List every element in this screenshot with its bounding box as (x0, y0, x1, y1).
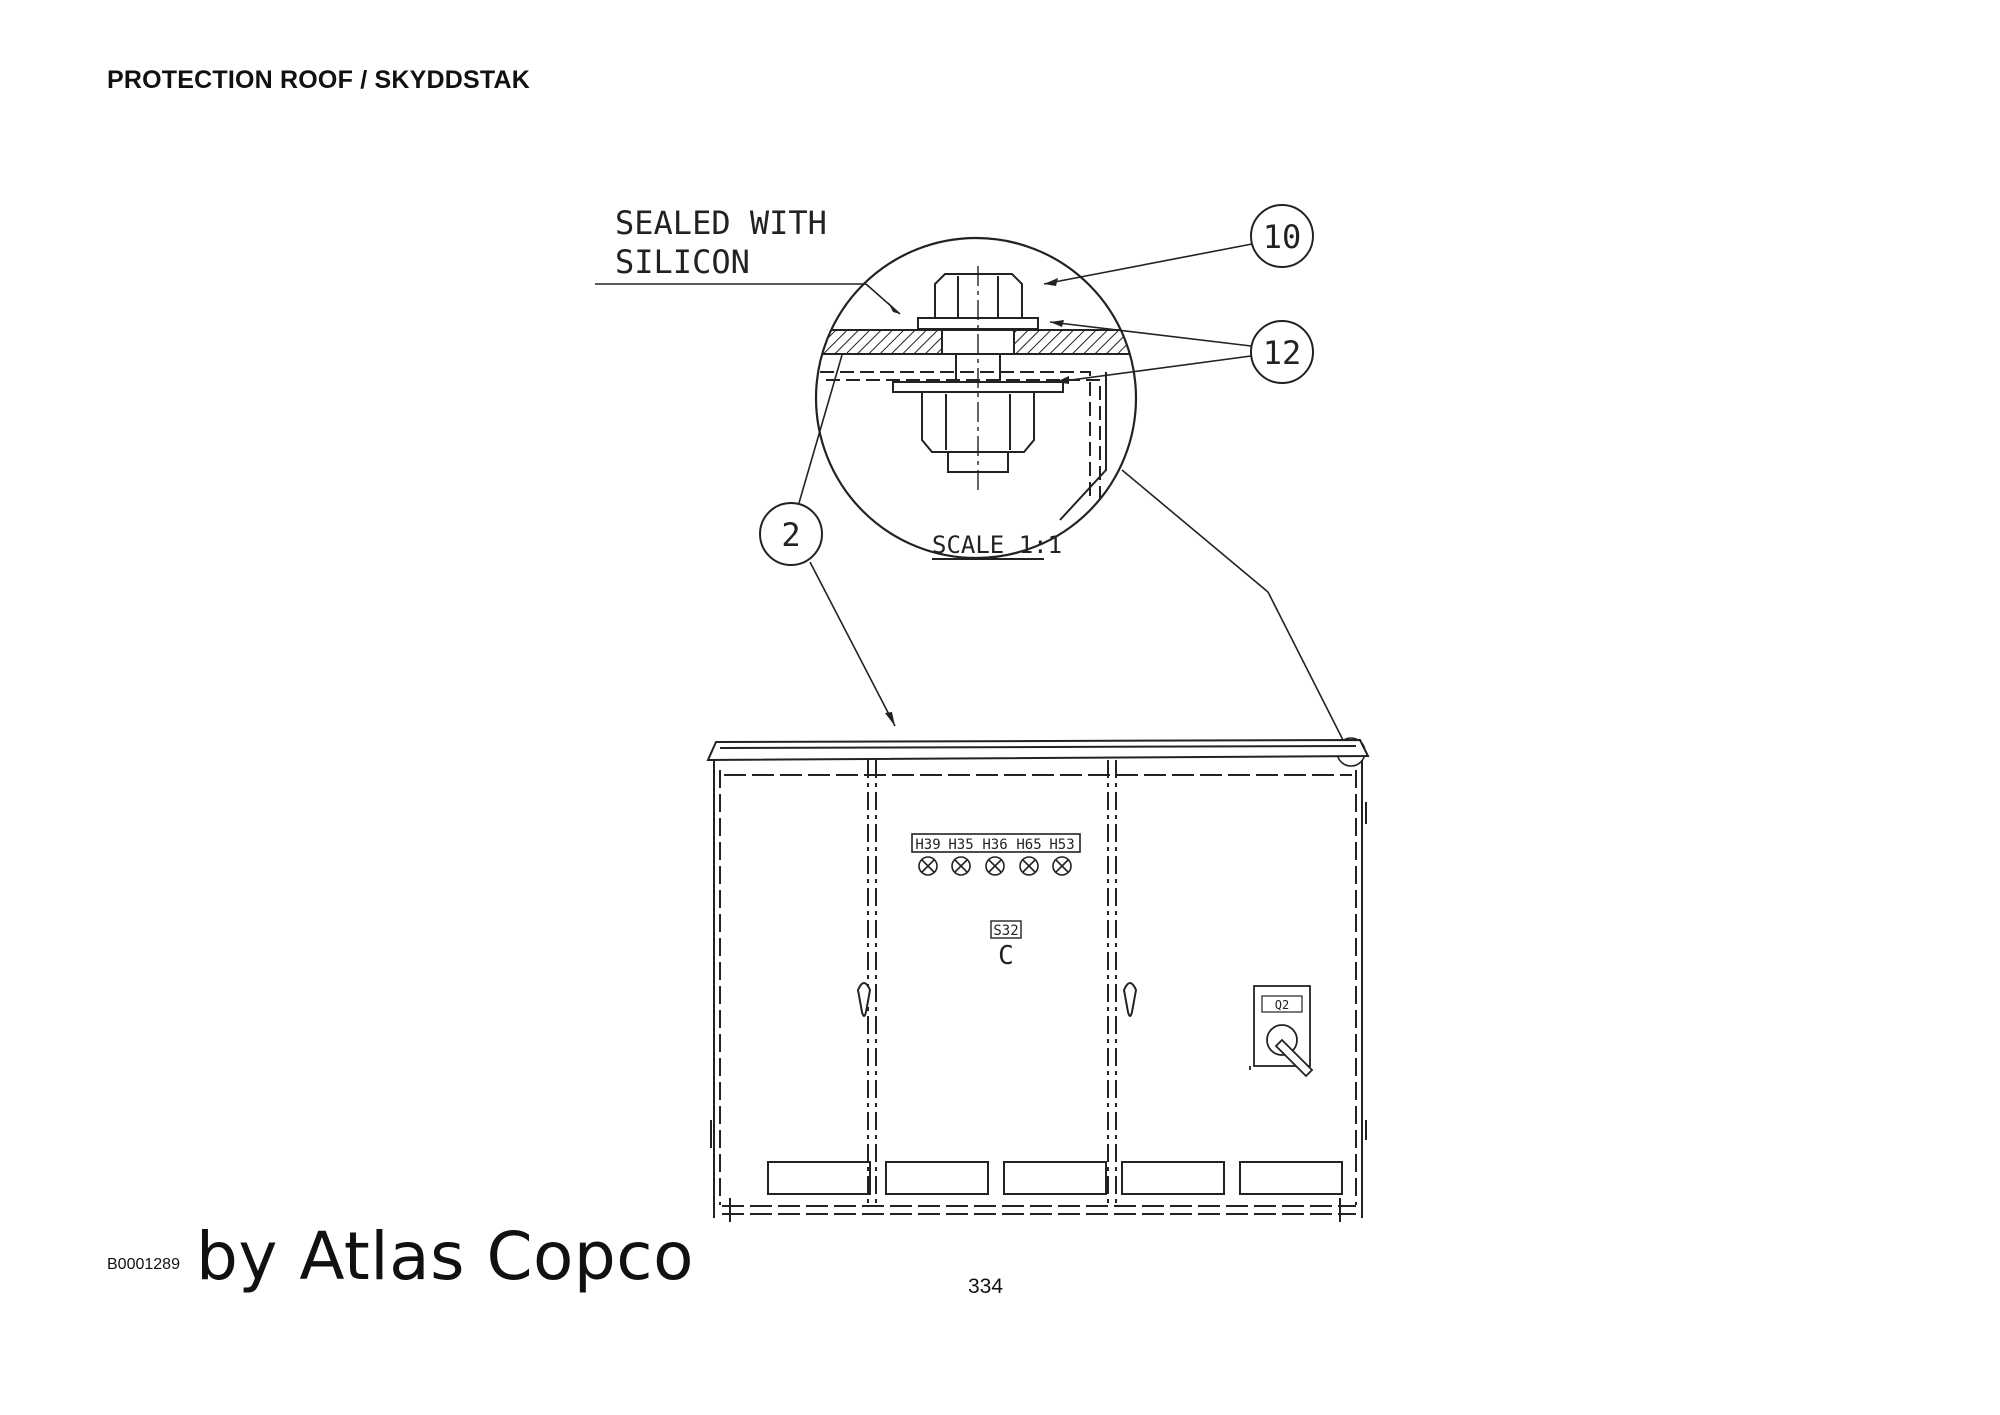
bolt-head (934, 273, 1023, 319)
vent-4 (1121, 1161, 1225, 1195)
electrical-cabinet (706, 738, 1370, 1222)
vent-5 (1239, 1161, 1343, 1195)
protection-roof (706, 738, 1370, 762)
door-handle-left (856, 982, 872, 1017)
indicator-lamp-icon (918, 856, 938, 876)
note-silicon: SILICON (615, 243, 750, 281)
rotary-switch-icon (1266, 1024, 1298, 1056)
selector-switch: S32 C (990, 920, 1022, 971)
callout-10: 10 (1043, 204, 1314, 286)
indicator-lamp-icon (951, 856, 971, 876)
brand-watermark: by Atlas Copco (196, 1218, 694, 1295)
note-sealed: SEALED WITH (615, 204, 827, 242)
main-switch: Q2 (1249, 985, 1314, 1078)
vent-1 (767, 1161, 871, 1195)
door-handle-right (1122, 982, 1138, 1017)
indicator-lamp-icon (1019, 856, 1039, 876)
svg-text:S32: S32 (993, 923, 1018, 939)
svg-text:12: 12 (1263, 334, 1302, 372)
scale-label: SCALE 1:1 (932, 531, 1062, 559)
vent-3 (1003, 1161, 1107, 1195)
indicator-panel: H39 H35 H36 H65 H53 (915, 837, 1075, 876)
svg-text:2: 2 (781, 516, 800, 554)
page-title: PROTECTION ROOF / SKYDDSTAK (107, 66, 531, 94)
callout-2: 2 (759, 354, 896, 727)
indicator-lamp-icon (1052, 856, 1072, 876)
svg-text:Q2: Q2 (1275, 998, 1289, 1012)
indicator-lamp-icon (985, 856, 1005, 876)
indicator-label-h65: H65 (1016, 837, 1041, 853)
reference-code: B0001289 (107, 1256, 180, 1273)
svg-text:C: C (998, 941, 1014, 971)
indicator-label-h39: H39 (915, 837, 940, 853)
svg-text:10: 10 (1263, 218, 1302, 256)
indicator-label-h35: H35 (948, 837, 973, 853)
callout-12: 12 (1049, 320, 1314, 384)
detail-view: SEALED WITH SILICON SCALE 1:1 (595, 204, 1138, 560)
page-number: 334 (968, 1275, 1004, 1298)
indicator-label-h36: H36 (982, 837, 1007, 853)
vent-2 (885, 1161, 989, 1195)
indicator-label-h53: H53 (1049, 837, 1074, 853)
